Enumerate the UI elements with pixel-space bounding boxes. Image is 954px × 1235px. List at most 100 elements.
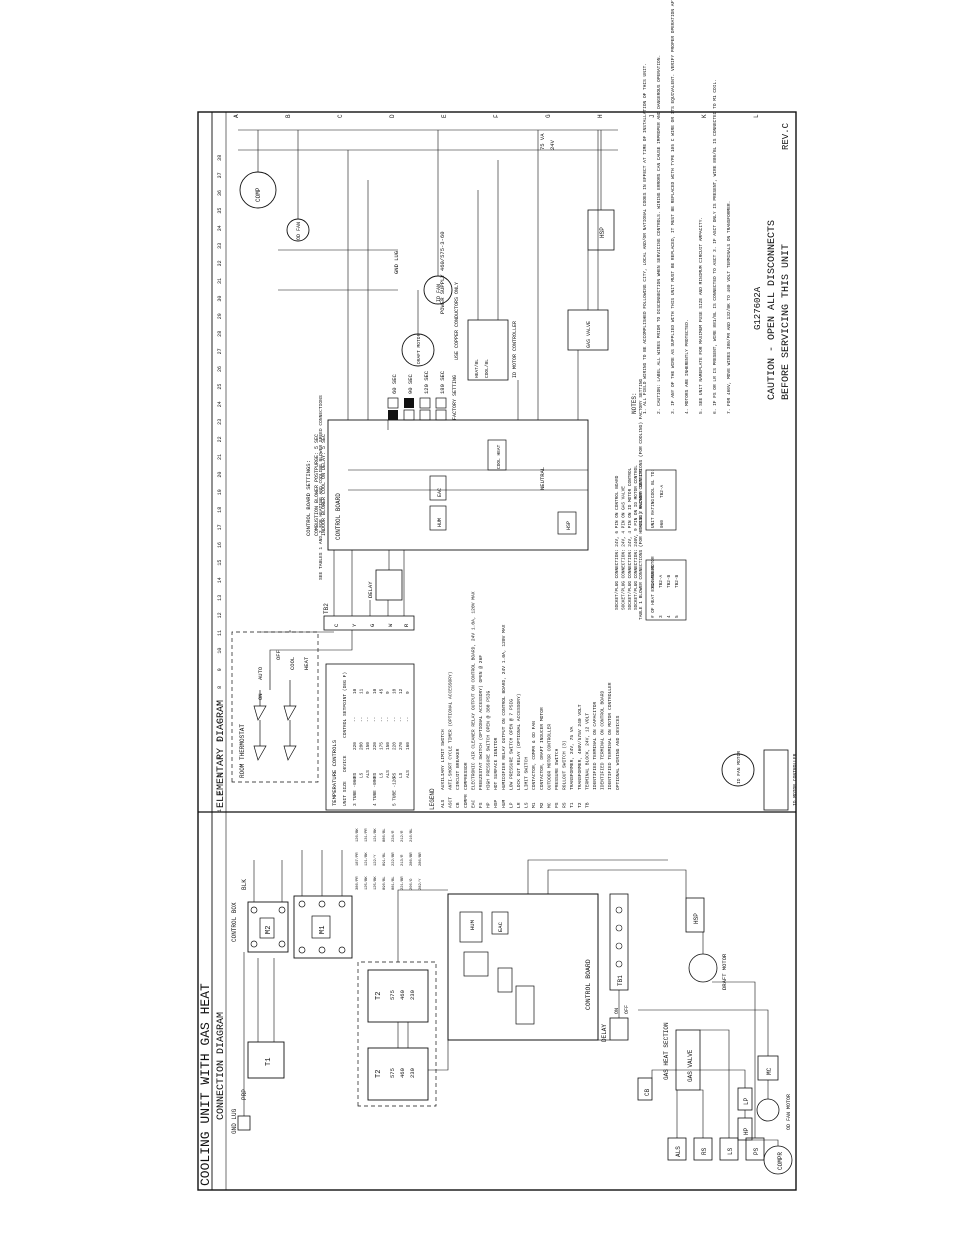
table1-heading: TABLE 1 BLOWER CONNECTIONS (FOR HEATING)… xyxy=(638,468,644,620)
temp-table-cell: 220 xyxy=(373,742,378,750)
row-number-28: 28 xyxy=(217,331,223,337)
wire-label: 380/PR xyxy=(355,876,360,890)
power-supply-label: POWER SUPPLY 460/575-3-60 xyxy=(439,231,446,314)
elementary-hum-label: HUM xyxy=(437,518,443,527)
elementary-wires xyxy=(238,129,618,670)
row-number-8: 8 xyxy=(217,686,223,689)
row-number-1: 1 xyxy=(217,809,223,812)
row-number-14: 14 xyxy=(217,577,223,583)
row-number-21: 21 xyxy=(217,454,223,460)
row-number-38: 38 xyxy=(217,155,223,161)
legend-code: HP xyxy=(486,802,492,808)
temp-table-cell: RS xyxy=(393,772,398,778)
legend-code: HSP xyxy=(493,799,499,808)
temp-table-cell: LS xyxy=(360,772,365,778)
thermostat-cool-label: COOL xyxy=(289,657,296,670)
wire-label: 282/Y xyxy=(418,878,423,890)
t1-24v-label: 24V xyxy=(549,139,556,150)
temp-table-cell: 3 TUBE -060 xyxy=(353,777,358,806)
t2-label-b: T2 xyxy=(375,992,383,1000)
elementary-control-board-label: CONTROL BOARD xyxy=(335,493,342,540)
wire-label: 886/BL xyxy=(382,828,387,842)
elementary-draft-motor-label: DRAFT MOTOR xyxy=(416,333,422,364)
temp-table-cell: 9 xyxy=(386,691,391,694)
mc-label: MC xyxy=(766,1067,773,1075)
tb2-terminal-block: TB2 C Y G W R xyxy=(323,603,415,631)
thermostat-heat-label: HEAT xyxy=(303,656,310,670)
row-number-17: 17 xyxy=(217,524,223,530)
legend-code: M1 xyxy=(531,802,537,808)
temp-table-cell: 9 xyxy=(366,691,371,694)
connection-diagram-title: CONNECTION DIAGRAM xyxy=(216,1012,227,1120)
legend-description: HOT SURFACE IGNITOR xyxy=(493,737,499,790)
note-line: 3. IF ANY OF THE WIRE AS SUPPLIED WITH T… xyxy=(670,0,676,414)
bottom-id-fan-label: ID FAN MOTOR xyxy=(736,751,742,784)
table-2: TABLE 2 BLOWER CONNECTIONS (FOR COOLING)… xyxy=(638,378,677,531)
see-tables-note: SEE TABLES 1 AND 2 FOR HEATING AND COOLI… xyxy=(318,395,324,580)
row-number-26: 26 xyxy=(217,366,223,372)
wire-label: 224/R xyxy=(391,830,396,842)
control-box-label: CONTROL BOX xyxy=(231,902,238,942)
temp-table-cell: 10 xyxy=(353,688,358,694)
note-line: 4. MOTORS ARE INHERENTLY PROTECTED. xyxy=(684,319,690,414)
rs-label: RS xyxy=(701,1147,708,1155)
elementary-id-fan-label: ID FAN xyxy=(436,284,442,302)
table1-cell: 3 xyxy=(659,615,664,618)
cb-label: CB xyxy=(644,1088,651,1096)
table1-cell: # OF HEAT EXCH TUBES xyxy=(651,565,656,618)
t1-label: T1 xyxy=(265,1058,273,1066)
note-line: 2. CAUTION: LABEL ALL WIRES PRIOR TO DIS… xyxy=(656,55,662,414)
legend-description: LOCK OUT RELAY (OPTIONAL ACCESSORY) xyxy=(516,694,522,791)
optional-transformer-outline xyxy=(357,961,437,1107)
row-number-36: 36 xyxy=(217,190,223,196)
legend-description: IDENTIFIED TERMINAL ON MOTOR CONTROLLER xyxy=(607,682,613,790)
temp-table-cell: LS xyxy=(399,772,404,778)
elementary-control-board: CONTROL BOARD HUM EAC COOL HEAT NEUTRAL … xyxy=(327,419,589,551)
row-number-24: 24 xyxy=(217,401,223,407)
tb2-terminal-r: R xyxy=(403,623,410,627)
row-number-23: 23 xyxy=(217,419,223,425)
setting-60-sec: 60 SEC xyxy=(391,373,398,394)
legend-code: COMPR xyxy=(463,794,469,808)
neutral-label: NEUTRAL xyxy=(539,467,546,490)
row-number-31: 31 xyxy=(217,278,223,284)
blower-delay-settings: 60 SEC 90 SEC 120 SEC 180 SEC FACTORY SE… xyxy=(387,370,458,421)
row-number-2: 2 xyxy=(217,791,223,794)
temp-table-cell: 5 TUBE -120 xyxy=(393,777,398,806)
row-number-29: 29 xyxy=(217,313,223,319)
prp-label: PRP xyxy=(241,1089,248,1100)
legend-code: PS xyxy=(554,802,560,808)
settings-line-2: INDOOR BLOWER COOL ON DELAY: 5 SEC xyxy=(321,434,327,536)
temp-table-cell: 220 xyxy=(353,742,358,750)
socket-connection-line: SOCKET/PLUG CONNECTION: 24V, 6 PIN ON CO… xyxy=(615,475,620,610)
row-number-4: 4 xyxy=(217,756,223,759)
setting-120-sec: 120 SEC xyxy=(423,370,430,394)
row-number-19: 19 xyxy=(217,489,223,495)
temp-table-cell: -- xyxy=(366,717,371,722)
legend-description: HUMIDIFIER RELAY OUTPUT ON CONTROL BOARD… xyxy=(501,624,507,790)
row-number-34: 34 xyxy=(217,225,223,231)
t2-transformer-b: T2 575 460 230 xyxy=(367,969,429,1023)
temp-table-cell: 10 xyxy=(393,688,398,694)
gas-heat-section: GAS HEAT SECTION ALS RS LS PS GAS VALVE … xyxy=(663,897,765,1161)
lp-label: LP xyxy=(743,1097,750,1105)
row-number-5: 5 xyxy=(217,739,223,742)
legend-description: IDENTIFIED TERMINAL ON CONTROL BOARD xyxy=(600,691,606,790)
tb2-terminal-w: W xyxy=(387,623,394,627)
settings-line-1: COMBUSTION BLOWER POSTPURGE: 5 SEC xyxy=(314,434,320,536)
column-letter-k: K xyxy=(701,114,708,118)
row-number-11: 11 xyxy=(217,630,223,636)
bottom-id-fan-motor xyxy=(721,753,755,787)
temp-table-cell: -- xyxy=(406,717,411,722)
row-number-37: 37 xyxy=(217,172,223,178)
cool-heat-relay-label: COOL HEAT xyxy=(496,444,502,469)
legend-code: T1 xyxy=(569,802,575,808)
notes-heading: NOTES: xyxy=(631,392,638,414)
legend-description: PRESSURE SWITCH xyxy=(554,748,560,790)
od-fan-motor-label: OD FAN MOTOR xyxy=(786,1094,792,1130)
legend-description: ANTI-SHORT CYCLE TIMER (OPTIONAL ACCESSO… xyxy=(448,671,454,790)
hsp-label: HSP xyxy=(693,913,700,924)
column-letter-e: E xyxy=(441,114,448,118)
id-motor-controller-block xyxy=(467,319,509,381)
